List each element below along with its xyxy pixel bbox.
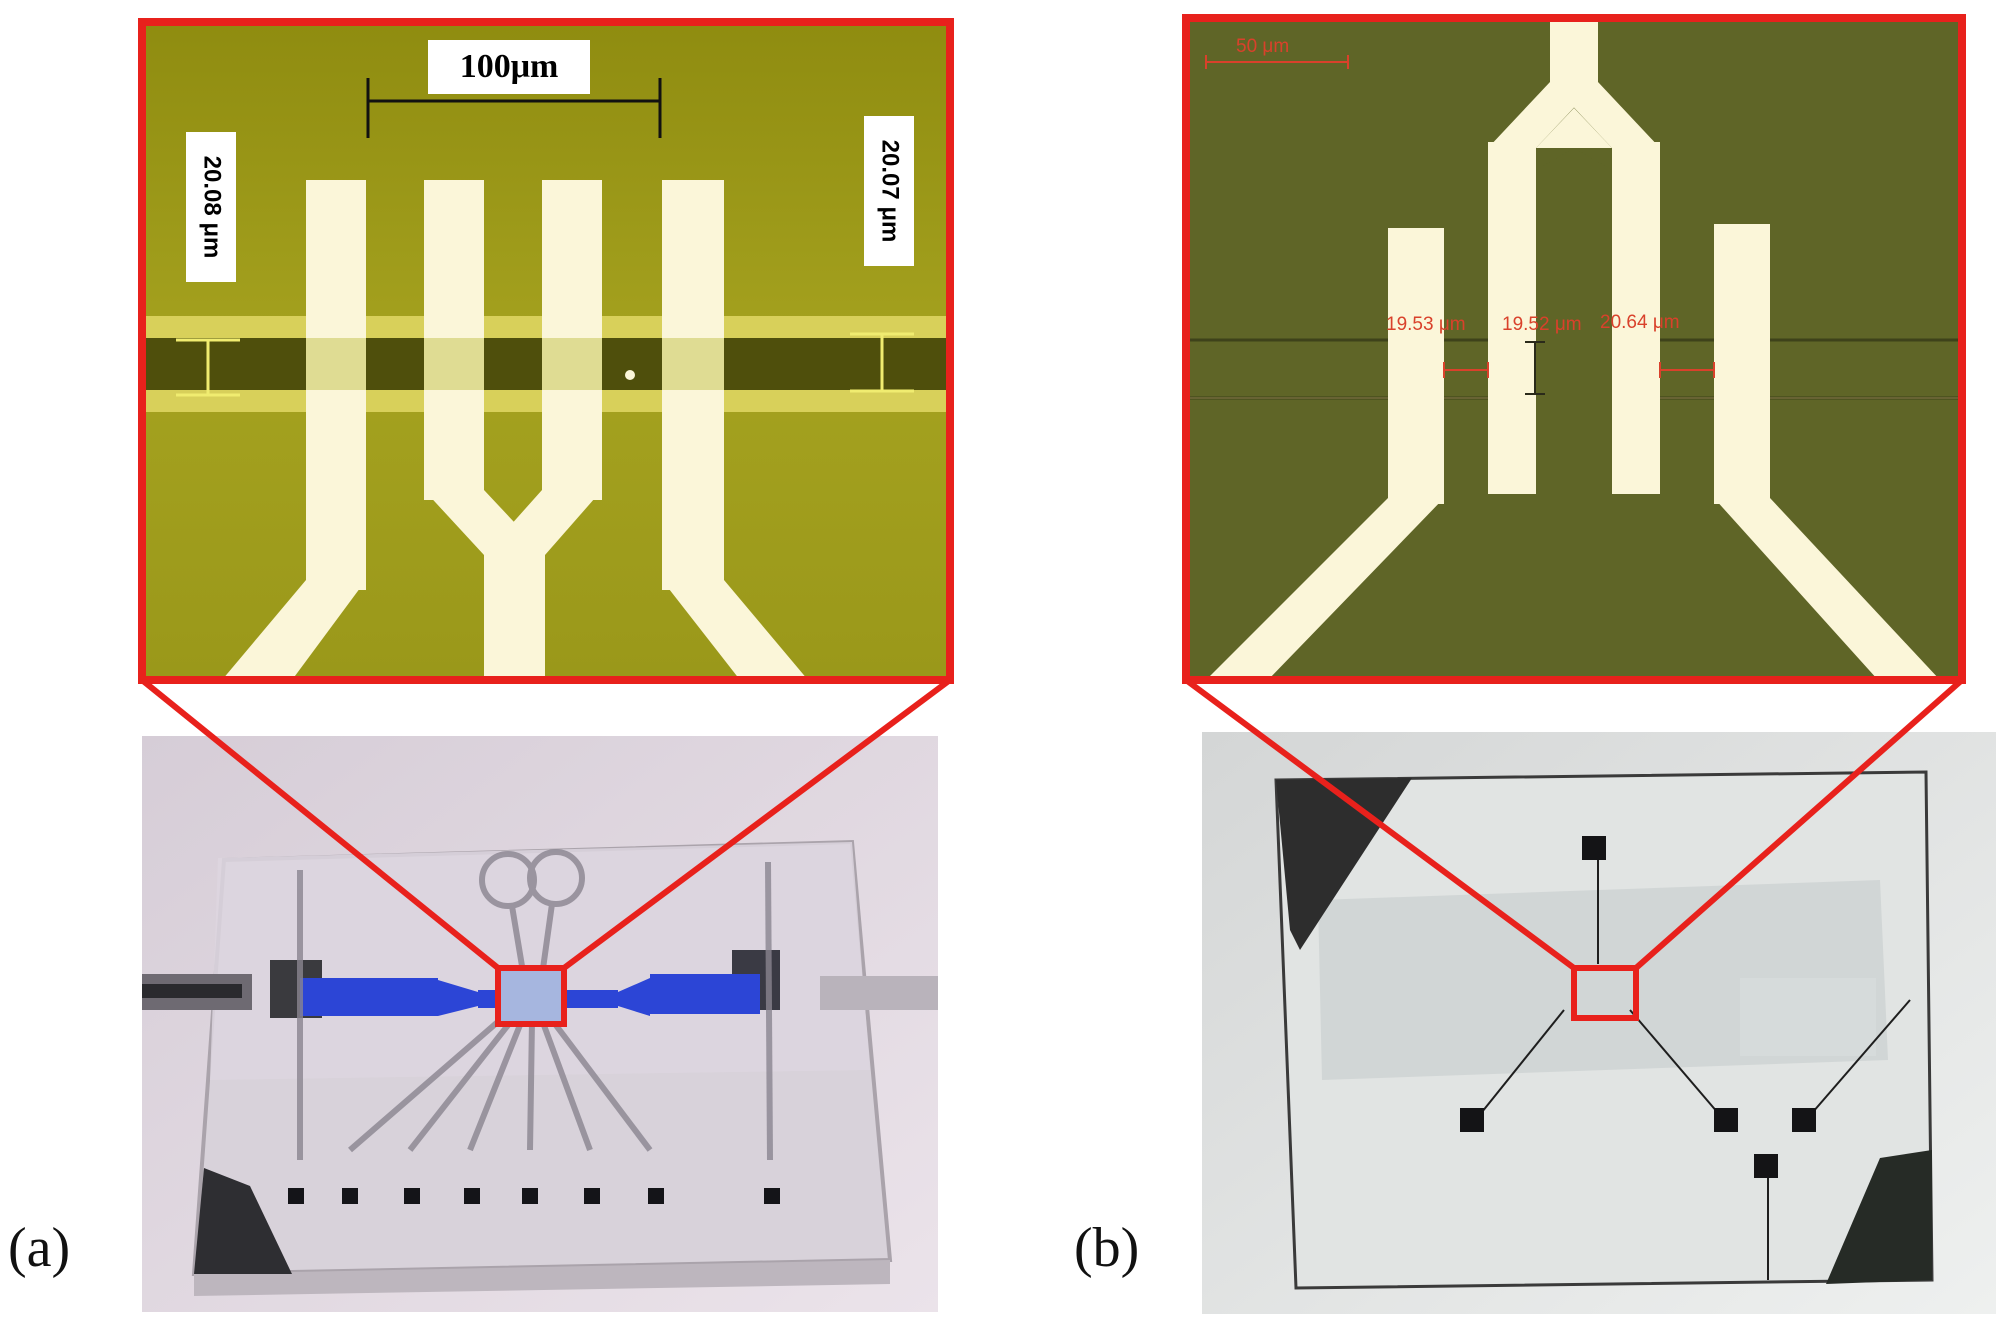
gap-label-3-b: 20.64 μm [1600,312,1680,333]
contact-pads-b [1460,836,1816,1178]
gap-label-right-a: 20.07 μm [864,116,914,266]
zoom-box-a [495,965,567,1027]
gap-label-right-text: 20.07 μm [876,139,903,243]
gap-measure-mid-b [1525,341,1545,395]
gap-label-1-b: 19.53 μm [1386,314,1466,335]
panel-label-b: (b) [1074,1217,1140,1279]
electrode-fingers-a [222,180,808,680]
gap-label-left-a: 20.08 μm [186,132,236,282]
panel-label-a: (a) [8,1217,71,1279]
electrode-fingers-b [1206,18,1940,680]
scale-bar-label-b: 50 μm [1236,36,1290,57]
gap-measures-b [1443,362,1715,378]
blue-channel-a [300,974,760,1016]
gap-label-left-text: 20.08 μm [198,155,225,259]
scale-bar-label-a: 100μm [428,40,590,94]
zoom-box-b [1571,965,1639,1021]
gap-marker-left-a [176,338,240,397]
gap-label-2-b: 19.52 μm [1502,314,1582,335]
contact-pads-a [288,1188,780,1204]
gap-marker-right-a [850,332,914,393]
